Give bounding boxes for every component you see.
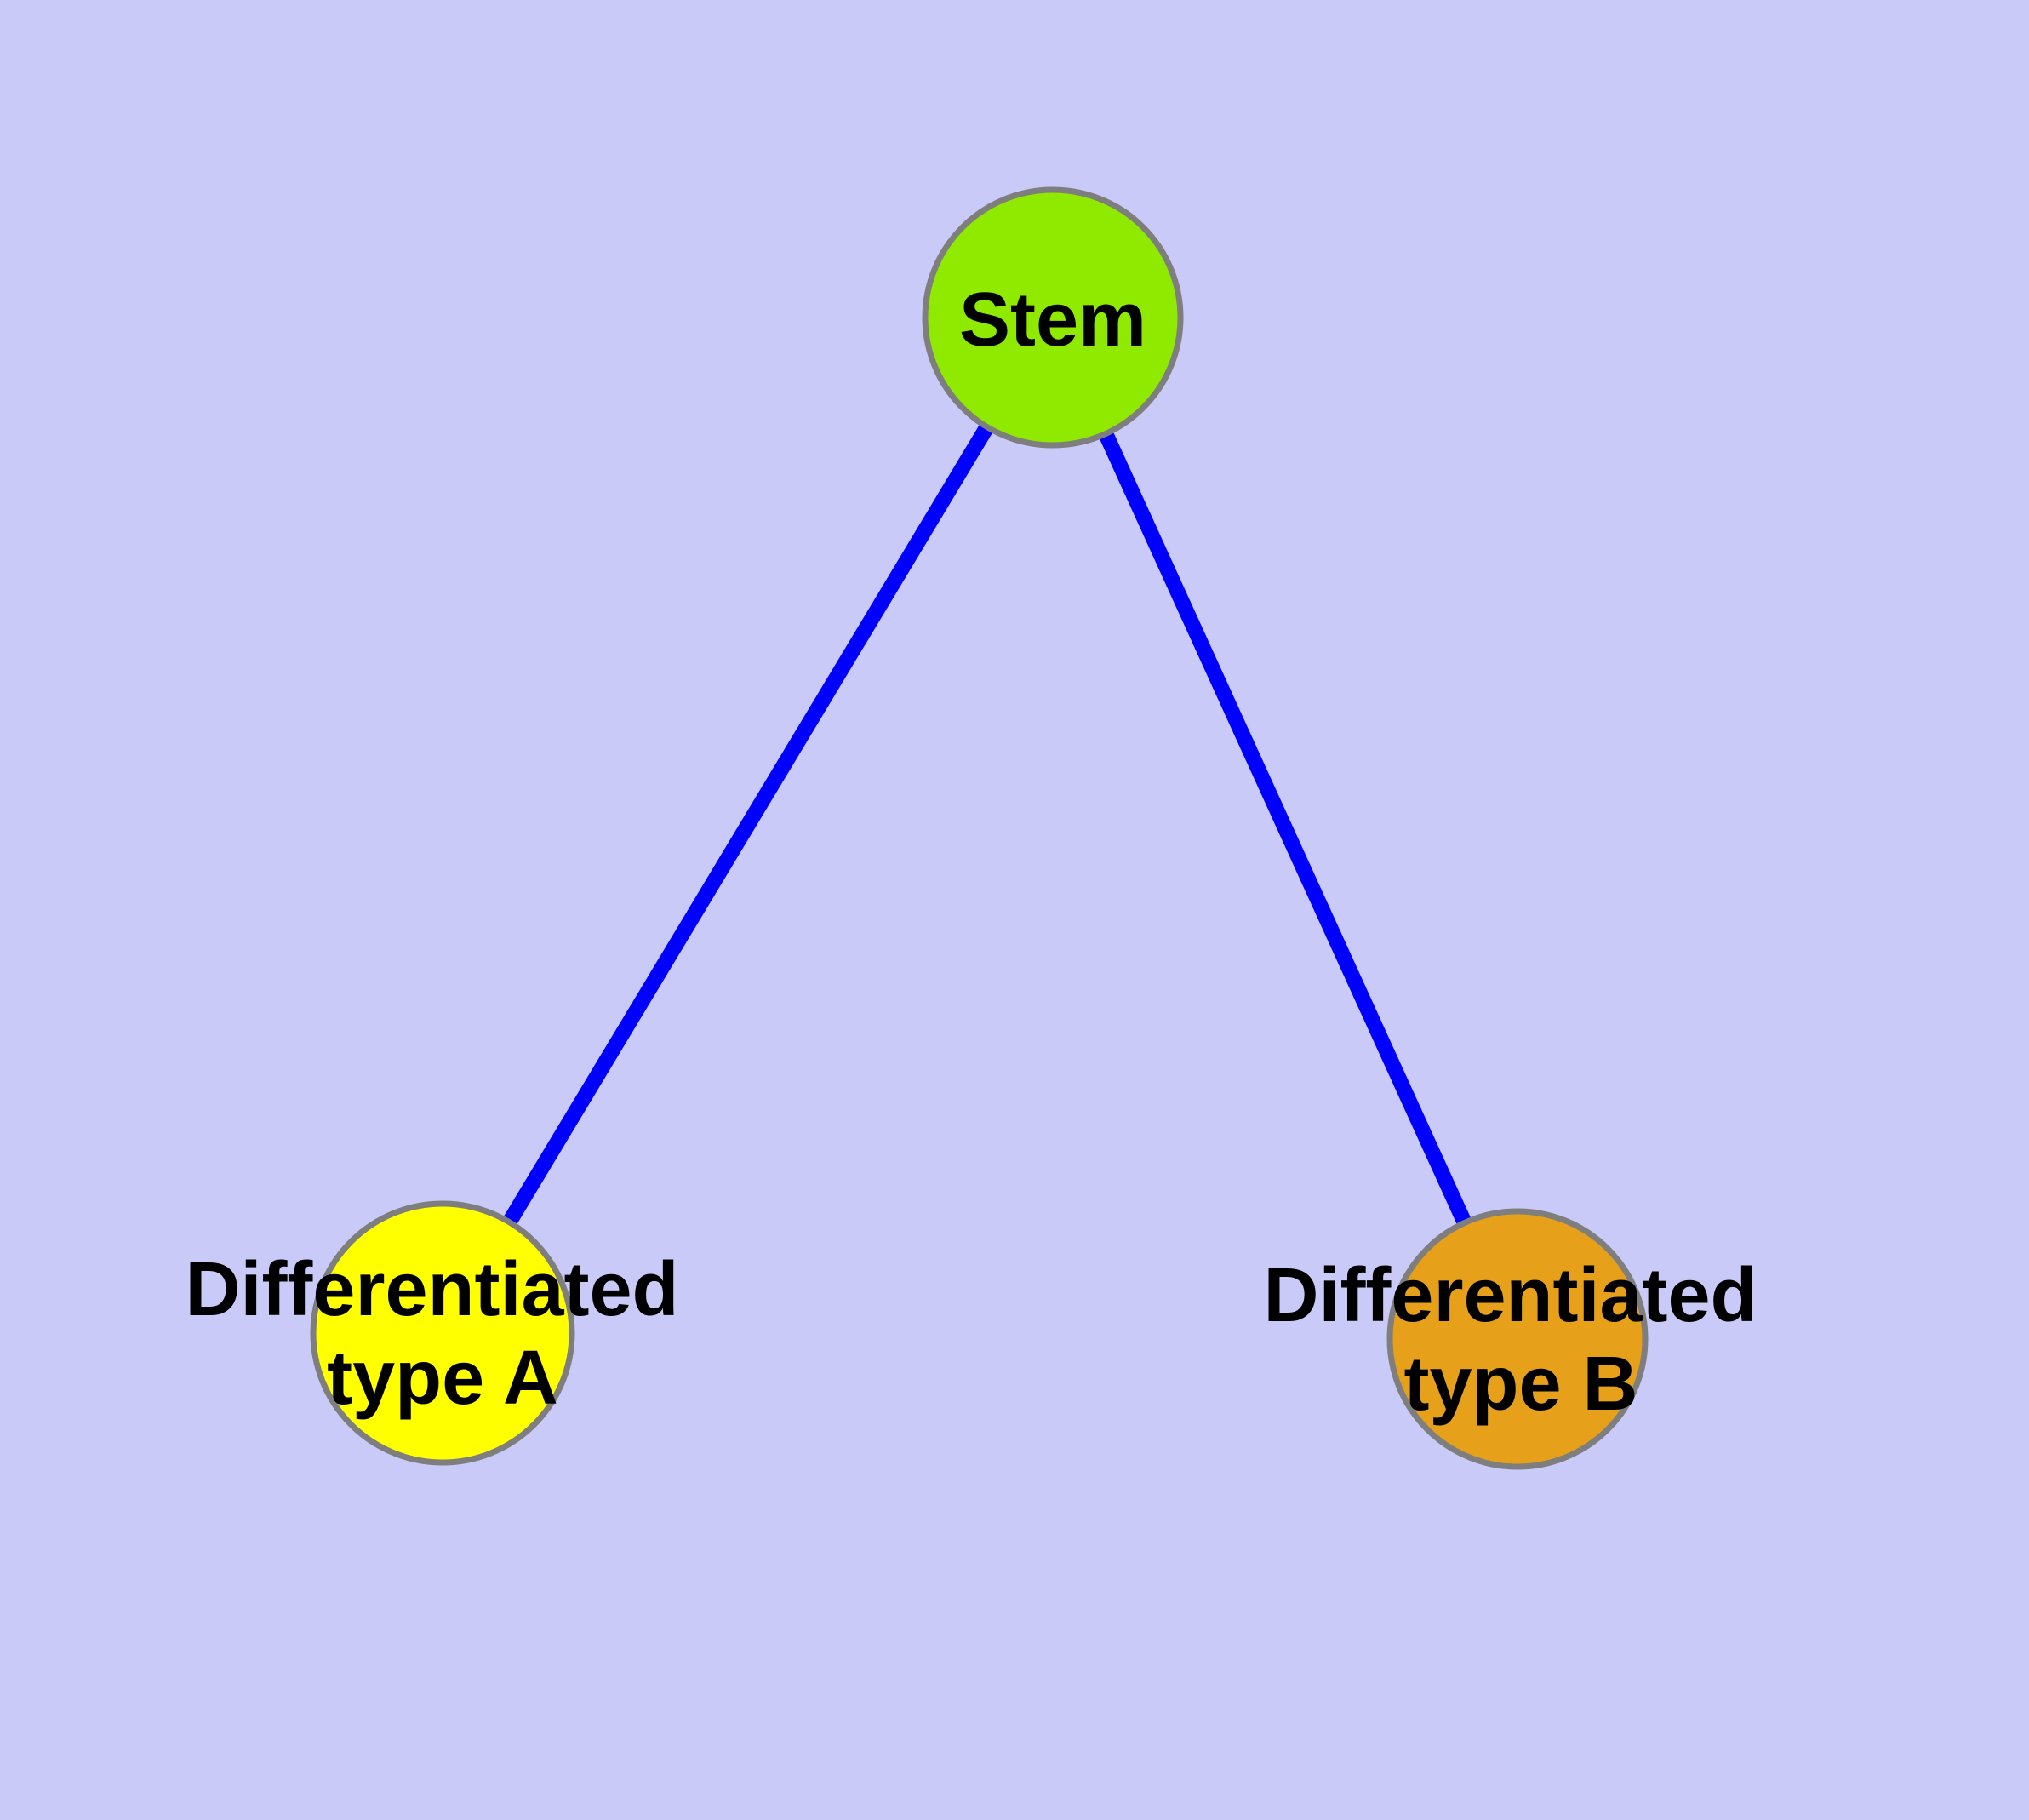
edge-stem-to-type-b (1045, 314, 1525, 1342)
node-differentiated-type-b (1386, 1208, 1649, 1470)
node-label-line: Differentiated (185, 1247, 678, 1332)
node-stem (922, 186, 1184, 449)
node-label-line: type A (327, 1336, 558, 1421)
node-label-differentiated-type-a: Differentiated type A (185, 1247, 700, 1421)
node-label-line: Differentiated (1263, 1253, 1757, 1338)
node-label-line: type B (1403, 1342, 1637, 1427)
edge-stem-to-type-a (436, 313, 1060, 1337)
node-differentiated-type-a (310, 1200, 575, 1466)
node-label-differentiated-type-b: Differentiated type B (1263, 1253, 1778, 1427)
node-label-stem: Stem (959, 278, 1146, 363)
